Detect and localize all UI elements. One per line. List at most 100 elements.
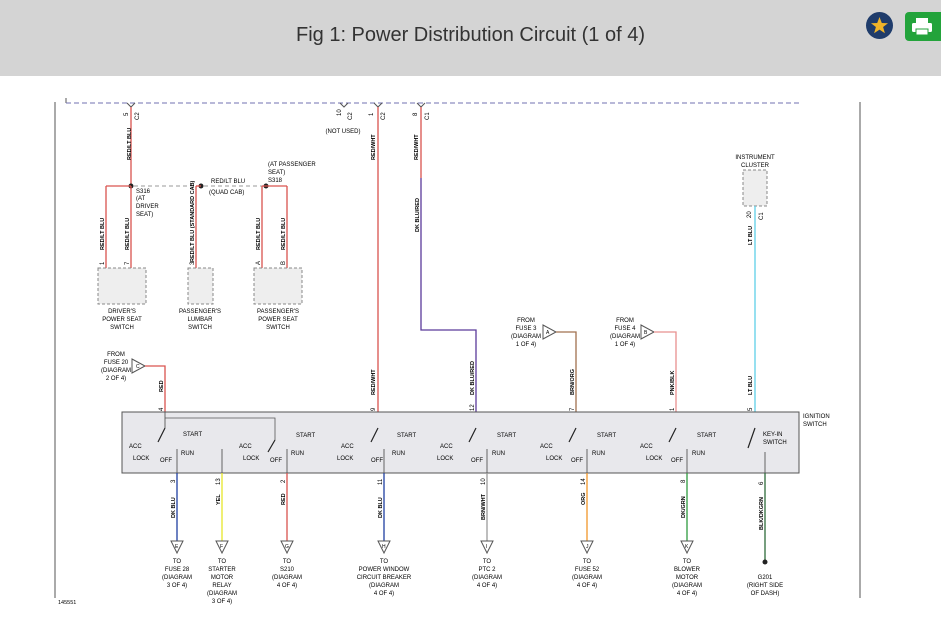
splice-label: SEAT) [268,170,285,176]
svg-text:13: 13 [216,478,222,485]
svg-text:10: 10 [481,478,487,485]
svg-text:F: F [220,544,223,550]
svg-text:FUSE 52: FUSE 52 [575,567,600,573]
svg-text:ACC: ACC [129,444,142,450]
svg-text:BLOWER: BLOWER [674,567,701,573]
printer-icon [912,18,932,36]
not-used-label: (NOT USED) [326,129,361,135]
svg-text:LOCK: LOCK [646,456,662,462]
connector-id: C1 [425,112,431,120]
svg-text:DK/GRN: DK/GRN [681,496,687,518]
svg-text:YEL: YEL [216,494,222,505]
svg-text:TO: TO [683,559,692,565]
marker-c [131,358,147,374]
svg-text:DK BLU: DK BLU [378,497,384,518]
connector-pin: 20 [747,211,753,218]
wire-label: RED/WHT [371,369,377,395]
cluster-label: INSTRUMENT [735,155,775,161]
svg-text:RUN: RUN [291,451,304,457]
svg-text:ORG: ORG [581,492,587,505]
driver-power-seat-switch [97,267,147,305]
svg-text:OFF: OFF [471,458,483,464]
switch-pin: 1 [670,407,676,411]
switch-pin: 7 [570,407,576,411]
svg-text:OFF: OFF [571,458,583,464]
svg-text:S210: S210 [280,567,295,573]
svg-text:START: START [597,433,616,439]
wire-label: RED/LT BLU [125,218,131,250]
svg-text:OFF: OFF [371,458,383,464]
svg-text:E: E [175,544,179,550]
wire-label: PNK/BLK [670,371,676,395]
svg-text:BLK/DKGRN: BLK/DKGRN [759,497,765,530]
wire-label: LT BLU [748,226,754,245]
source-label: FROM [616,318,634,324]
wire-label: BRN/ORG [570,369,576,395]
svg-text:TO: TO [173,559,182,565]
internal-link [165,417,276,440]
jumper-label: (QUAD CAB) [209,190,244,196]
splice-label: SEAT) [136,212,153,218]
svg-text:RUN: RUN [592,451,605,457]
diagram-area: 5 C2 10 C2 (NOT USED) 1 C2 8 C1 RED/LT B… [0,76,941,618]
wire-label: RED/LT BLU (STANDARD CAB) [190,180,196,262]
component-label: SWITCH [110,325,134,331]
source-label: 1 OF 4) [615,342,635,348]
marker-letter: C [136,364,140,370]
component-label: POWER SEAT [102,317,142,323]
svg-text:K: K [685,544,689,550]
source-label: (DIAGRAM [610,334,640,340]
splice-label: S316 [136,189,151,195]
output-starter-relay: 13 YEL F TO STARTER MOTOR RELAY (DIAGRAM… [207,473,237,605]
svg-text:MOTOR: MOTOR [676,575,699,581]
svg-text:RELAY: RELAY [212,583,231,589]
switch-pin: 5 [748,407,754,411]
svg-text:START: START [697,433,716,439]
source-label: (DIAGRAM [511,334,541,340]
svg-text:3 OF 4): 3 OF 4) [167,583,187,589]
svg-text:BRN/WHT: BRN/WHT [481,493,487,520]
wiring-diagram: 5 C2 10 C2 (NOT USED) 1 C2 8 C1 RED/LT B… [54,98,861,606]
svg-text:TO: TO [380,559,389,565]
favorite-button[interactable] [866,12,893,39]
svg-text:(RIGHT SIDE: (RIGHT SIDE [747,583,783,589]
splice-label: S318 [268,178,283,184]
svg-text:(DIAGRAM: (DIAGRAM [369,583,399,589]
svg-text:I: I [486,544,487,550]
wire-label: RED [159,380,165,392]
connector-pin: 1 [369,112,375,116]
wire-label: DK BLU/RED [470,361,476,395]
switch-deck-2: START ACC LOCK OFF RUN [221,433,315,473]
svg-text:(DIAGRAM: (DIAGRAM [472,575,502,581]
connector-id: C1 [759,212,765,220]
switch-deck-4: START ACC LOCK OFF RUN [437,427,516,473]
figure-code: 145551 [58,600,76,606]
svg-text:START: START [397,433,416,439]
component-label: LUMBAR [187,317,213,323]
svg-text:LOCK: LOCK [546,456,562,462]
svg-text:(DIAGRAM: (DIAGRAM [672,583,702,589]
svg-text:4 OF 4): 4 OF 4) [374,591,394,597]
switch-deck-1: START ACC LOCK OFF RUN [129,412,202,473]
wire-dk-blu-red [420,178,477,412]
svg-text:OFF: OFF [160,458,172,464]
svg-text:ACC: ACC [440,444,453,450]
output-power-window-breaker: 11 DK BLU H TO POWER WINDOW CIRCUIT BREA… [357,473,412,597]
switch-deck-5: START ACC LOCK OFF RUN [540,427,616,473]
seat-pin: 1 [100,261,106,265]
wire-label: RED/LT BLU [281,218,287,250]
header-bar: Fig 1: Power Distribution Circuit (1 of … [0,0,941,76]
svg-text:(DIAGRAM: (DIAGRAM [207,591,237,597]
seat-pin: 7 [125,261,131,265]
svg-text:(DIAGRAM: (DIAGRAM [572,575,602,581]
svg-text:RUN: RUN [392,451,405,457]
output-blower-motor: 8 DK/GRN K TO BLOWER MOTOR (DIAGRAM 4 OF… [672,473,702,597]
splice-label: (AT PASSENGER [268,162,316,168]
wire-label: DK BLU/RED [415,198,421,232]
instrument-cluster [742,169,768,207]
svg-text:OF DASH): OF DASH) [751,591,780,597]
output-fuse-28: 3 DK BLU E TO FUSE 28 (DIAGRAM 3 OF 4) [162,473,192,589]
connector-arrow [373,102,383,108]
svg-text:OFF: OFF [270,458,282,464]
print-button[interactable] [905,12,941,41]
